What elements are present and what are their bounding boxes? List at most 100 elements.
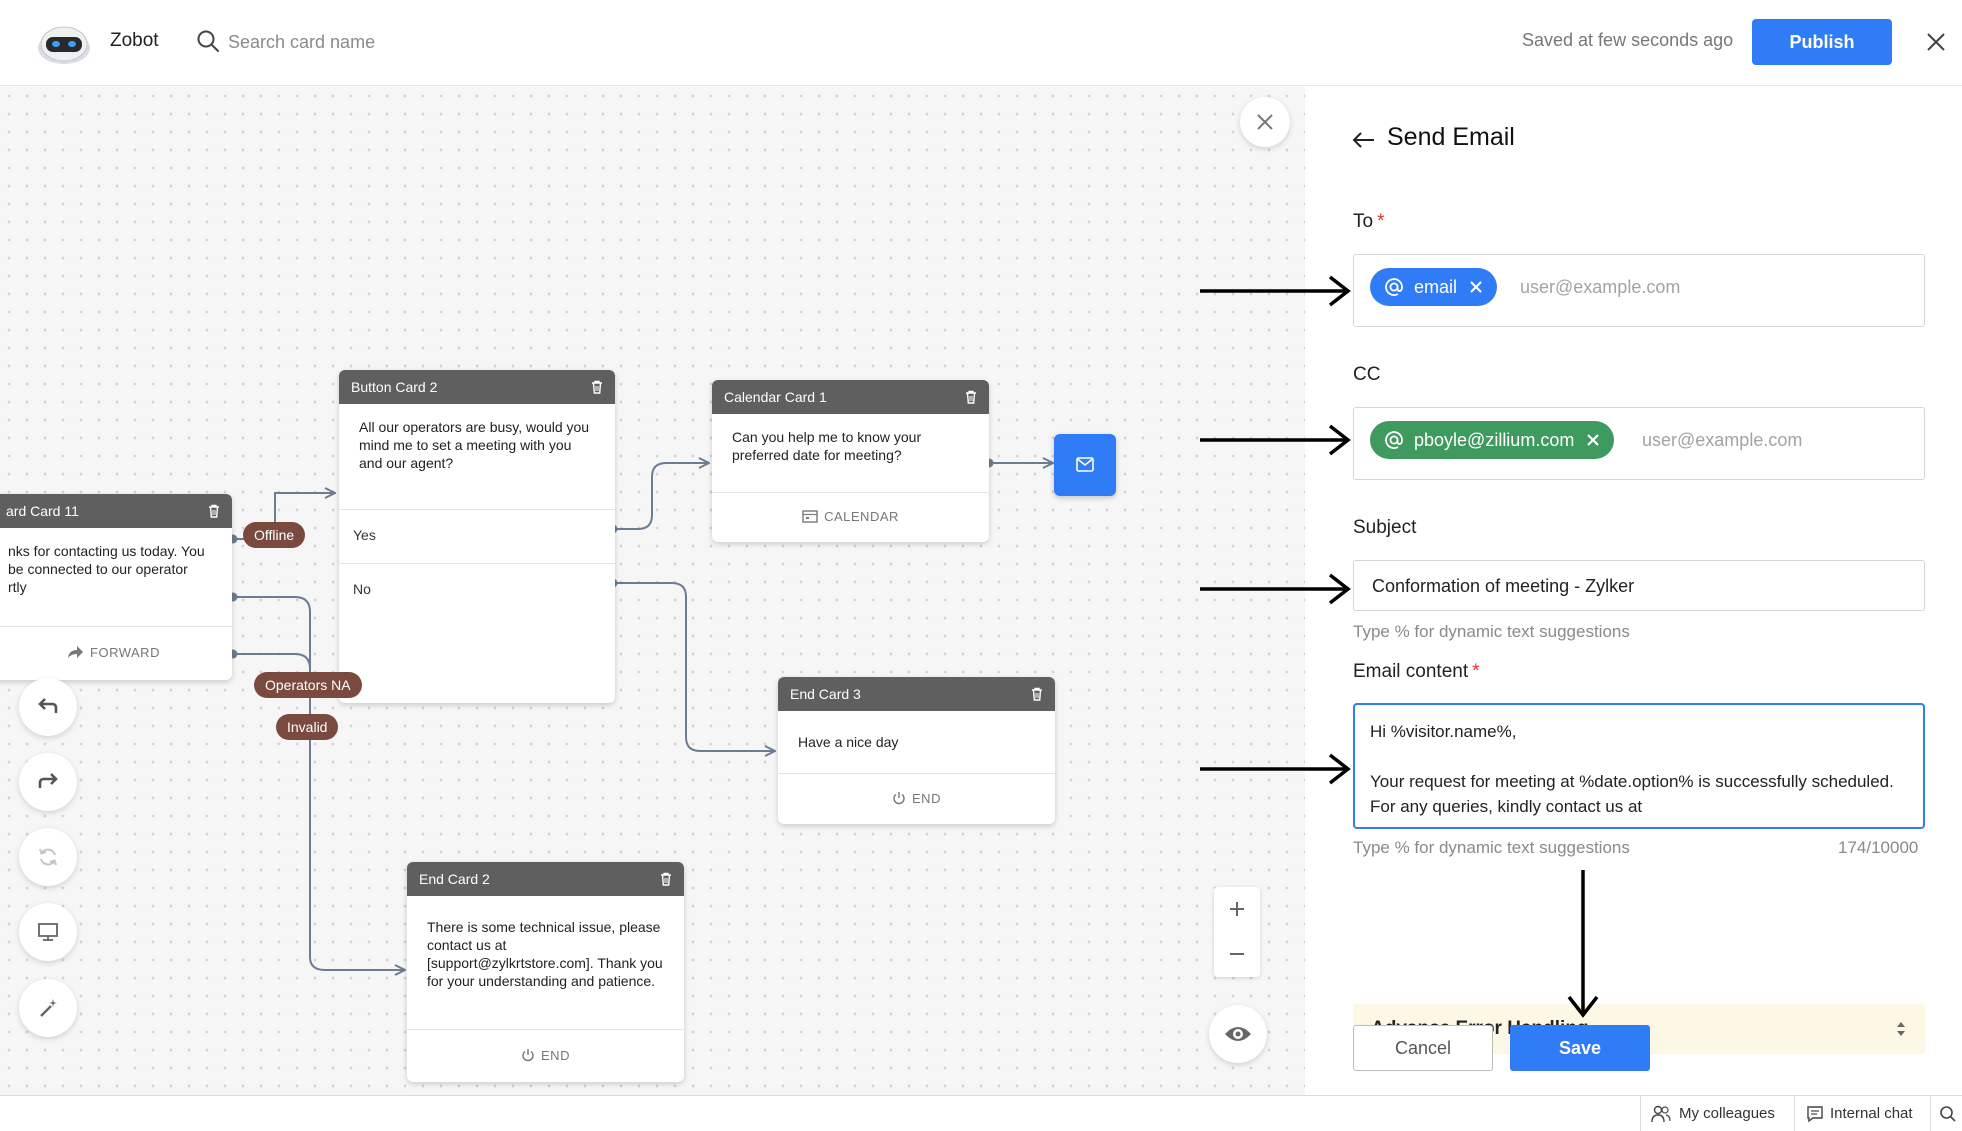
close-icon[interactable] — [1922, 28, 1950, 56]
monitor-icon — [38, 923, 58, 941]
card-footer: END — [778, 773, 1055, 824]
search-input[interactable] — [228, 26, 628, 58]
trash-icon[interactable] — [963, 389, 979, 405]
trash-icon[interactable] — [589, 379, 605, 395]
to-label-text: To — [1353, 211, 1374, 232]
connector-label-offline: Offline — [243, 522, 306, 548]
card-header: Button Card 2 — [339, 370, 615, 404]
card-header: Calendar Card 1 — [712, 380, 989, 414]
auto-arrange-button[interactable] — [19, 979, 77, 1037]
cc-label: CC — [1353, 364, 1381, 385]
card-type-label: CALENDAR — [824, 509, 899, 524]
button-card[interactable]: Button Card 2 All our operators are busy… — [339, 370, 615, 703]
back-arrow-icon[interactable] — [1351, 127, 1377, 153]
button-option[interactable]: No — [339, 563, 615, 617]
cancel-button[interactable]: Cancel — [1353, 1025, 1493, 1071]
card-type-label: END — [912, 791, 941, 806]
top-bar: Zobot Saved at few seconds ago Publish — [0, 0, 1962, 86]
chip-label: email — [1414, 277, 1458, 297]
required-mark: * — [1472, 661, 1480, 682]
forward-card[interactable]: ard Card 11 nks for contacting us today.… — [0, 494, 232, 680]
card-title: ard Card 11 — [6, 503, 79, 519]
my-colleagues-label: My colleagues — [1679, 1105, 1775, 1122]
end-card[interactable]: End Card 3 Have a nice day END — [778, 677, 1055, 824]
bottom-bar: My colleagues Internal chat — [0, 1095, 1962, 1131]
undo-button[interactable] — [19, 678, 77, 736]
internal-chat-label: Internal chat — [1830, 1105, 1913, 1122]
close-panel-button[interactable] — [1240, 97, 1290, 147]
mail-icon — [1076, 457, 1094, 472]
card-message: Can you help me to know your preferred d… — [732, 429, 922, 463]
footer-search-button[interactable] — [1930, 1096, 1962, 1131]
subject-label: Subject — [1353, 517, 1417, 538]
zoom-controls — [1214, 887, 1260, 977]
zoom-out-button[interactable] — [1214, 932, 1260, 976]
cc-recipient-chip: pboyle@zillium.com — [1370, 421, 1615, 459]
to-input[interactable] — [1520, 271, 1900, 303]
subject-field[interactable] — [1353, 560, 1925, 611]
card-footer: END — [407, 1029, 684, 1082]
power-icon — [522, 1049, 534, 1062]
button-option[interactable]: Yes — [339, 509, 615, 563]
trash-icon[interactable] — [1029, 686, 1045, 702]
my-colleagues-button[interactable]: My colleagues — [1640, 1096, 1794, 1131]
save-button[interactable]: Save — [1510, 1025, 1650, 1071]
zoom-in-button[interactable] — [1214, 887, 1260, 931]
save-status: Saved at few seconds ago — [1522, 30, 1734, 50]
magic-wand-icon — [40, 999, 57, 1017]
card-header: End Card 3 — [778, 677, 1055, 711]
card-title: Calendar Card 1 — [724, 389, 827, 405]
calendar-card[interactable]: Calendar Card 1 Can you help me to know … — [712, 380, 989, 542]
cc-input[interactable] — [1642, 424, 1912, 456]
content-hint: Type % for dynamic text suggestions — [1353, 838, 1630, 857]
end-card[interactable]: End Card 2 There is some technical issue… — [407, 862, 684, 1082]
people-icon — [1651, 1105, 1671, 1123]
card-header: End Card 2 — [407, 862, 684, 896]
bot-logo-icon — [38, 26, 90, 64]
card-message: Have a nice day — [798, 734, 899, 750]
trash-icon[interactable] — [658, 871, 674, 887]
chip-label: pboyle@zillium.com — [1414, 430, 1575, 450]
card-message: nks for contacting us today. You be conn… — [8, 543, 205, 595]
trash-icon[interactable] — [206, 503, 222, 519]
card-title: End Card 2 — [419, 871, 490, 887]
refresh-button[interactable] — [19, 828, 77, 886]
internal-chat-button[interactable]: Internal chat — [1794, 1096, 1930, 1131]
card-footer: FORWARD — [0, 626, 232, 680]
search-icon — [1940, 1106, 1956, 1122]
chat-icon — [1807, 1106, 1823, 1123]
search-icon — [197, 30, 219, 52]
card-message: All our operators are busy, would you mi… — [359, 419, 590, 471]
refresh-icon — [39, 848, 57, 866]
remove-chip-icon[interactable] — [1586, 433, 1600, 447]
connector-label-invalid: Invalid — [276, 714, 339, 740]
to-label: To* — [1353, 211, 1384, 233]
card-header: ard Card 11 — [0, 494, 232, 528]
remove-chip-icon[interactable] — [1469, 280, 1483, 294]
card-title: Button Card 2 — [351, 379, 438, 395]
required-mark: * — [1377, 211, 1385, 232]
content-label: Email content* — [1353, 661, 1480, 683]
forward-icon — [68, 646, 84, 658]
email-content-textarea[interactable]: Hi %visitor.name%, Your request for meet… — [1353, 703, 1925, 829]
publish-button[interactable]: Publish — [1752, 19, 1892, 65]
redo-button[interactable] — [19, 753, 77, 811]
send-email-panel: Send Email To* email CC pboyle@zillium.c… — [1305, 87, 1962, 1095]
close-icon — [1257, 114, 1273, 130]
flow-canvas[interactable]: ard Card 11 nks for contacting us today.… — [0, 87, 1305, 1095]
preview-screen-button[interactable] — [19, 903, 77, 961]
subject-hint: Type % for dynamic text suggestions — [1353, 622, 1630, 641]
calendar-icon — [802, 510, 818, 523]
app-name: Zobot — [110, 30, 159, 51]
preview-button[interactable] — [1209, 1005, 1267, 1063]
subject-input[interactable] — [1372, 570, 1902, 602]
card-title: End Card 3 — [790, 686, 861, 702]
to-field[interactable]: email — [1353, 254, 1925, 327]
send-email-node[interactable] — [1054, 434, 1116, 496]
redo-icon — [38, 773, 58, 788]
card-type-label: END — [541, 1048, 570, 1063]
cc-field[interactable]: pboyle@zillium.com — [1353, 407, 1925, 480]
at-icon — [1385, 278, 1403, 296]
character-counter: 174/10000 — [1838, 838, 1919, 857]
card-type-label: FORWARD — [90, 645, 160, 660]
